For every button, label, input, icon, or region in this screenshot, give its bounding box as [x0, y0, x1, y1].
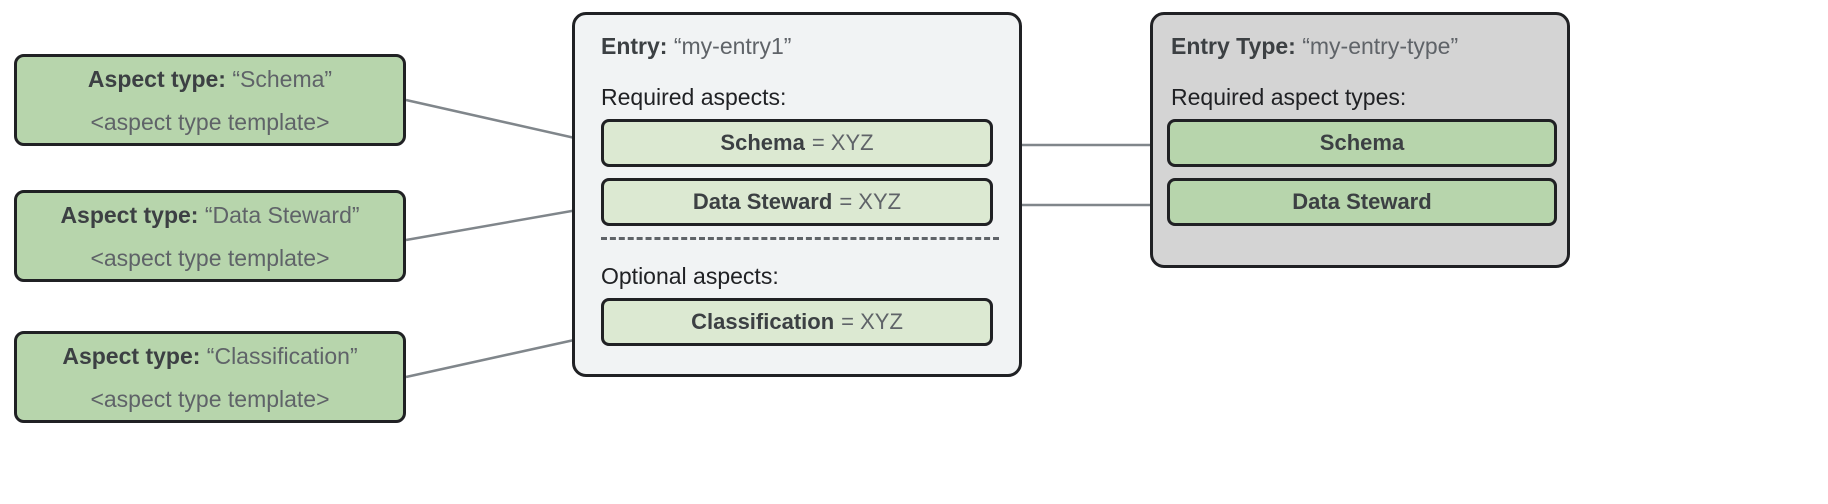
required-aspect-types-label: Required aspect types: — [1171, 84, 1407, 110]
aspect-type-box-classification[interactable]: Aspect type: “Classification” <aspect ty… — [14, 331, 406, 423]
aspect-chip-value: = XYZ — [839, 189, 902, 214]
aspect-type-title: Aspect type: “Data Steward” — [60, 200, 359, 230]
aspect-type-label: Aspect type: — [62, 343, 201, 369]
entry-type-name: “my-entry-type” — [1302, 33, 1459, 59]
aspect-type-box-data-steward[interactable]: Aspect type: “Data Steward” <aspect type… — [14, 190, 406, 282]
aspect-chip-classification[interactable]: Classification = XYZ — [601, 298, 993, 346]
aspect-type-box-schema[interactable]: Aspect type: “Schema” <aspect type templ… — [14, 54, 406, 146]
entry-name: “my-entry1” — [673, 33, 792, 59]
aspect-type-label: Aspect type: — [87, 66, 226, 92]
aspect-type-title: Aspect type: “Classification” — [62, 341, 357, 371]
aspect-type-name: “Classification” — [206, 343, 358, 369]
aspect-type-label: Aspect type: — [60, 202, 199, 228]
entry-type-label: Entry Type: — [1171, 33, 1296, 59]
aspect-type-template: <aspect type template> — [90, 386, 330, 412]
aspect-type-template: <aspect type template> — [90, 245, 330, 271]
aspect-type-title: Aspect type: “Schema” — [88, 64, 332, 94]
entry-title: Entry: “my-entry1” — [601, 31, 997, 61]
aspect-chip-data-steward[interactable]: Data Steward = XYZ — [601, 178, 993, 226]
aspect-type-name: “Schema” — [232, 66, 333, 92]
entry-type-panel[interactable]: Entry Type: “my-entry-type” Required asp… — [1150, 12, 1570, 268]
aspect-type-name: “Data Steward” — [204, 202, 360, 228]
aspect-chip-name: Data Steward — [692, 189, 833, 214]
entry-label: Entry: — [601, 33, 668, 59]
aspect-chip-name: Schema — [720, 130, 805, 155]
aspect-chip-name: Classification — [691, 309, 835, 334]
aspect-type-chip-data-steward[interactable]: Data Steward — [1167, 178, 1557, 226]
entry-type-title: Entry Type: “my-entry-type” — [1167, 31, 1553, 61]
aspect-type-template: <aspect type template> — [90, 109, 330, 135]
aspect-type-chip-schema[interactable]: Schema — [1167, 119, 1557, 167]
aspect-chip-value: = XYZ — [811, 130, 874, 155]
required-aspects-label: Required aspects: — [601, 84, 787, 110]
entry-panel[interactable]: Entry: “my-entry1” Required aspects: Sch… — [572, 12, 1022, 377]
optional-aspects-label: Optional aspects: — [601, 263, 779, 289]
aspect-chip-schema[interactable]: Schema = XYZ — [601, 119, 993, 167]
section-divider — [601, 237, 999, 240]
aspect-chip-value: = XYZ — [841, 309, 903, 334]
